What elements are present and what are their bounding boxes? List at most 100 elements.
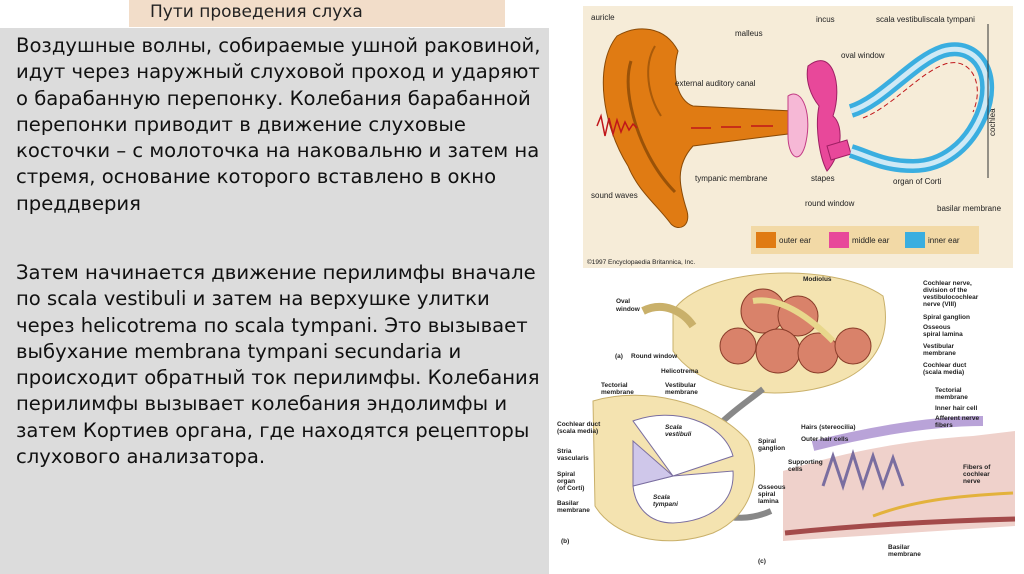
label-oval-window-1: Oval (616, 298, 630, 305)
paragraph-2: Затем начинается движение перилимфы внач… (16, 261, 540, 469)
label-panel-b: (b) (561, 538, 569, 545)
label-basilar-b-2: membrane (557, 507, 590, 514)
label-tectorial-c-1: Tectorial (935, 387, 962, 394)
label-cochlear-nerve-2: division of the (923, 287, 967, 294)
label-scala-tympani-b-2: tympani (653, 501, 678, 508)
cochlea-sections-svg: Modiolus Oval window (a) Round window He… (557, 272, 1016, 565)
sound-waves-shape (596, 113, 638, 137)
legend-swatch-middle-ear (829, 232, 849, 248)
label-spiral-ganglion: Spiral ganglion (923, 314, 970, 321)
text-panel (0, 28, 549, 574)
cochlea-sections-figure: Modiolus Oval window (a) Round window He… (553, 271, 1018, 572)
label-inner-hair-cell: Inner hair cell (935, 405, 977, 412)
label-stria-1: Stria (557, 448, 572, 455)
section-c-membrane (783, 431, 1015, 541)
copyright: ©1997 Encyclopaedia Britannica, Inc. (587, 258, 695, 266)
label-auricle: auricle (591, 13, 615, 22)
label-stapes: stapes (811, 174, 835, 183)
label-round-window: Round window (631, 353, 678, 360)
legend-label-inner-ear: inner ear (928, 236, 960, 245)
cochlea-turn-6 (719, 327, 757, 365)
label-basilar-b-1: Basilar (557, 500, 579, 507)
section-c-fibers (872, 491, 1014, 518)
label-vestibular-b-1: Vestibular (665, 382, 697, 389)
oval-window-shape (641, 303, 697, 329)
label-hairs: Hairs (stereocilia) (801, 424, 856, 431)
label-cochlear-duct-b-1: Cochlear duct (557, 421, 601, 428)
label-vestibular-b-2: membrane (665, 389, 698, 396)
label-osseous-b-3: lamina (758, 498, 779, 505)
legend-box (751, 226, 979, 254)
cochlea-turn-3 (755, 328, 801, 374)
middle-ear-ossicles (806, 60, 841, 172)
label-cochlea: cochlea (988, 108, 997, 136)
section-b-vestibuli (632, 414, 734, 477)
label-afferent-1: Afferent nerve (935, 415, 979, 422)
label-basilar-membrane: basilar membrane (937, 204, 1002, 213)
legend-label-middle-ear: middle ear (852, 236, 890, 245)
legend-swatch-inner-ear (905, 232, 925, 248)
label-basilar-c-1: Basilar (888, 544, 910, 551)
modiolus-shape (752, 297, 836, 344)
section-b-tympani (632, 470, 734, 524)
label-basilar-c-2: membrane (888, 551, 921, 558)
label-oval-window-2: window (615, 306, 641, 313)
label-incus: incus (816, 15, 835, 24)
label-tectorial-b-2: membrane (601, 389, 634, 396)
label-cochlear-nerve-4: nerve (VIII) (923, 301, 956, 308)
label-helicotrema: Helicotrema (661, 368, 699, 375)
label-fibers-2: cochlear (963, 471, 990, 478)
label-spiral-ganglion-b-2: ganglion (758, 445, 785, 452)
label-vestibular-membrane-1: Vestibular (923, 343, 955, 350)
label-panel-c: (c) (758, 558, 766, 565)
label-osseous-b-2: spiral (758, 491, 776, 498)
cochlea-flow (862, 62, 978, 119)
label-scala-vestibuli: scala vestibuli (876, 15, 926, 24)
label-panel-a: (a) (615, 353, 623, 360)
label-scala-tympani: scala tympani (926, 15, 975, 24)
label-spiral-organ-2: organ (557, 478, 575, 485)
ear-anatomy-figure: auricle malleus incus scala vestibuli sc… (583, 6, 1013, 268)
label-supporting-1: Supporting (788, 459, 823, 466)
label-tectorial-b-1: Tectorial (601, 382, 628, 389)
label-organ-of-corti: organ of Corti (893, 177, 942, 186)
label-sound-waves: sound waves (591, 191, 638, 200)
cochlea-turn-5 (834, 327, 872, 365)
legend-label-outer-ear: outer ear (779, 236, 811, 245)
label-fibers-3: nerve (963, 478, 981, 485)
label-osseous-b-1: Osseous (758, 484, 786, 491)
label-modiolus: Modiolus (803, 276, 832, 283)
paragraph-1: Воздушные волны, собираемые ушной ракови… (16, 34, 541, 215)
label-cochlear-nerve-3: vestibulocochlear (923, 294, 979, 301)
label-scala-vestibuli-b-1: Scala (665, 424, 682, 431)
section-b-duct (632, 439, 675, 487)
auricle-inner (626, 60, 677, 194)
legend-swatch-outer-ear (756, 232, 776, 248)
auricle-fold (647, 45, 662, 117)
label-spiral-organ-3: (of Corti) (557, 485, 584, 492)
cochlea-inner (850, 46, 990, 169)
arrow-to-b (718, 386, 765, 426)
label-osseous-1: Osseous (923, 324, 951, 331)
label-supporting-2: cells (788, 466, 803, 473)
label-tympanic-membrane: tympanic membrane (695, 174, 768, 183)
label-malleus: malleus (735, 29, 763, 38)
section-c-tectorial (811, 416, 984, 451)
label-external-canal: external auditory canal (675, 79, 756, 88)
label-cochlear-duct-b-2: (scala media) (557, 428, 598, 435)
section-c-basilar (784, 516, 1016, 536)
label-cochlear-duct-2: (scala media) (923, 369, 964, 376)
section-c-cells (821, 448, 905, 491)
label-oval-window: oval window (841, 51, 885, 60)
label-spiral-ganglion-b-1: Spiral (758, 438, 776, 445)
label-tectorial-c-2: membrane (935, 394, 968, 401)
label-round-window: round window (805, 199, 855, 208)
label-afferent-2: fibers (935, 422, 953, 429)
label-stria-2: vascularis (557, 455, 589, 462)
label-cochlear-nerve-1: Cochlear nerve, (923, 280, 972, 287)
label-fibers-1: Fibers of (963, 464, 991, 471)
label-scala-vestibuli-b-2: vestibuli (665, 431, 692, 438)
label-outer-hair-cells: Outer hair cells (801, 436, 849, 443)
slide-title: Пути проведения слуха (150, 2, 363, 22)
ear-anatomy-svg: auricle malleus incus scala vestibuli sc… (587, 13, 1002, 266)
